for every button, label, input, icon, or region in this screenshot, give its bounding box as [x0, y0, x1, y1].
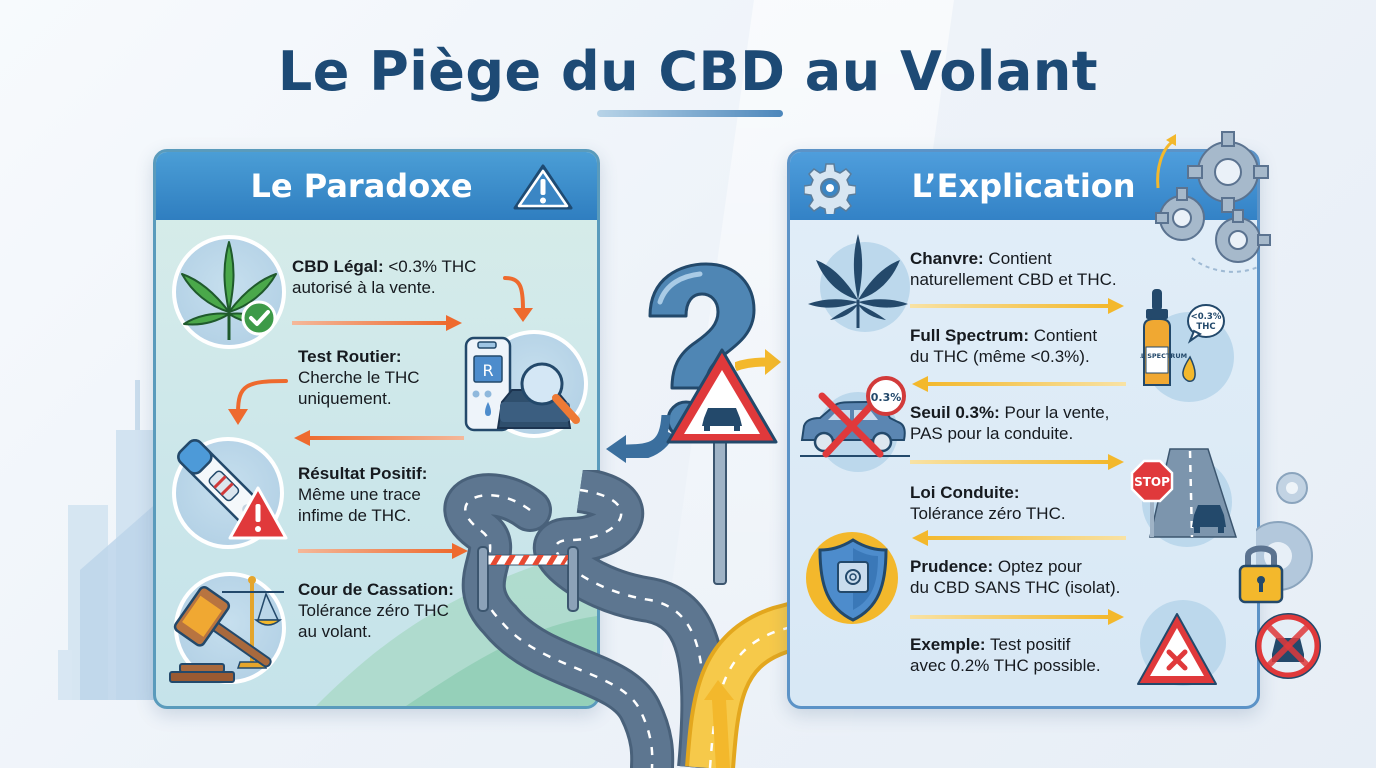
explanation-title: L’Explication [911, 167, 1136, 205]
curved-arrow-down-icon [503, 276, 533, 322]
hemp-leaf-icon [808, 234, 908, 328]
no-car-icon [1255, 613, 1321, 679]
oil-dropper-bottle-icon: FULL SPECTRUM <0.3% THC [1140, 289, 1225, 386]
driving-law-label: Loi Conduite: [910, 483, 1020, 502]
thc-bubble-line2: THC [1196, 322, 1215, 332]
road-test-label: Test Routier: [298, 347, 402, 366]
barrier-icon [477, 546, 579, 612]
turn-left-arrow-icon [606, 415, 671, 463]
car-warning-sign-icon [666, 348, 778, 585]
cbd-legal-line2: autorisé à la vente. [292, 278, 436, 297]
paradox-header: Le Paradoxe [156, 152, 597, 220]
thc-bubble-line1: <0.3% [1191, 312, 1222, 322]
driving-law-line2: Tolérance zéro THC. [910, 504, 1066, 523]
full-spectrum-text: Full Spectrum: Contient du THC (même <0.… [910, 325, 1150, 367]
positive-result-line1: Même une trace [298, 485, 421, 504]
hemp-line2: naturellement CBD et THC. [910, 270, 1117, 289]
paradox-title: Le Paradoxe [250, 167, 473, 205]
hemp-line1: Contient [983, 249, 1052, 268]
arrow-left-icon [294, 430, 464, 446]
arrow-right-icon [910, 298, 1124, 314]
road-test-line2: uniquement. [298, 389, 392, 408]
court-label: Cour de Cassation: [298, 580, 454, 599]
explanation-panel: L’Explication Chanvre: Contient naturell… [787, 149, 1260, 709]
prudence-label: Prudence: [910, 557, 994, 576]
cannabis-leaf-check-icon [181, 241, 277, 340]
positive-result-line2: infime de THC. [298, 506, 412, 525]
cbd-legal-label: CBD Légal: [292, 257, 384, 276]
test-strip-warning-icon [177, 439, 288, 540]
bottle-label: FULL SPECTRUM [1140, 352, 1187, 360]
example-text: Exemple: Test positif avec 0.2% THC poss… [910, 634, 1150, 676]
threshold-badge: 0.3% [871, 391, 902, 404]
arrow-right-icon [292, 315, 462, 331]
hemp-text: Chanvre: Contient naturellement CBD et T… [910, 248, 1170, 290]
warning-triangle-icon [513, 164, 573, 210]
small-gears-decoration [1256, 472, 1313, 591]
prudence-text: Prudence: Optez pour du CBD SANS THC (is… [910, 556, 1170, 598]
stop-sign-road-icon: STOP [1130, 448, 1238, 538]
curved-arrow-down-left-icon [228, 379, 288, 425]
title-underline [597, 110, 783, 117]
stop-sign-text: STOP [1134, 475, 1170, 489]
paradox-panel: Le Paradoxe CBD Légal: <0.3% THC autoris… [153, 149, 600, 709]
prudence-line1: Optez pour [993, 557, 1082, 576]
cbd-legal-line1: <0.3% THC [383, 257, 477, 276]
full-spectrum-label: Full Spectrum: [910, 326, 1030, 345]
arrow-right-icon [910, 609, 1124, 625]
court-line1: Tolérance zéro THC [298, 601, 449, 620]
example-line2: avec 0.2% THC possible. [910, 656, 1101, 675]
threshold-line2: PAS pour la conduite. [910, 424, 1074, 443]
full-spectrum-line2: du THC (même <0.3%). [910, 347, 1090, 366]
warning-cross-triangle-icon [1137, 613, 1217, 685]
court-text: Cour de Cassation: Tolérance zéro THC au… [298, 579, 488, 642]
positive-result-text: Résultat Positif: Même une trace infime … [298, 463, 478, 526]
example-line1: Test positif [985, 635, 1071, 654]
car-crossed-threshold-icon: 0.3% [800, 376, 910, 458]
road-test-text: Test Routier: Cherche le THC uniquement. [298, 346, 478, 409]
arrow-left-icon [912, 376, 1126, 392]
positive-result-label: Résultat Positif: [298, 464, 428, 483]
cbd-legal-text: CBD Légal: <0.3% THC autorisé à la vente… [292, 256, 522, 298]
arrow-left-icon [912, 530, 1126, 546]
turn-right-arrow-icon [735, 349, 781, 375]
arrow-right-icon [298, 543, 468, 559]
threshold-text: Seuil 0.3%: Pour la vente, PAS pour la c… [910, 402, 1150, 444]
city-skyline-decoration [58, 380, 160, 700]
full-spectrum-line1: Contient [1029, 326, 1098, 345]
example-label: Exemple: [910, 635, 986, 654]
svg-text:R: R [482, 361, 493, 380]
threshold-label: Seuil 0.3%: [910, 403, 1000, 422]
threshold-line1: Pour la vente, [999, 403, 1110, 422]
driving-law-text: Loi Conduite: Tolérance zéro THC. [910, 482, 1150, 524]
prudence-line2: du CBD SANS THC (isolat). [910, 578, 1121, 597]
page-title: Le Piège du CBD au Volant [277, 40, 1099, 103]
saliva-test-magnifier-car-icon: R [464, 336, 580, 432]
gavel-scales-icon [169, 576, 284, 683]
road-test-line1: Cherche le THC [298, 368, 420, 387]
arrow-right-icon [910, 454, 1124, 470]
explanation-header: L’Explication [790, 152, 1257, 220]
shield-safe-icon [818, 538, 888, 622]
hemp-label: Chanvre: [910, 249, 984, 268]
gear-icon [804, 163, 856, 214]
court-line2: au volant. [298, 622, 372, 641]
